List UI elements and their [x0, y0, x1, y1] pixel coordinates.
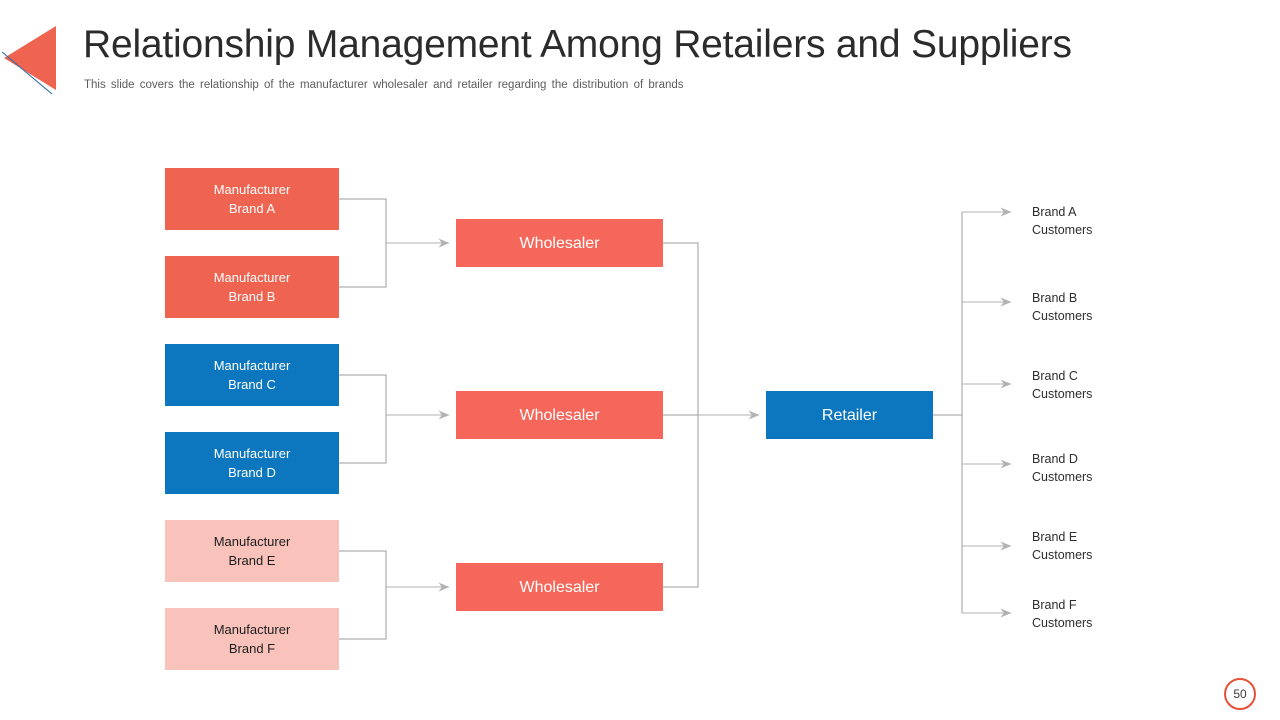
- page-subtitle: This slide covers the relationship of th…: [84, 79, 684, 91]
- triangle-left-logo: [0, 14, 70, 95]
- node-label-line1: Manufacturer: [213, 622, 291, 637]
- customer-label-line1: Brand D: [1032, 452, 1078, 466]
- customer-label-line2: Customers: [1032, 548, 1093, 562]
- customer-label-line2: Customers: [1032, 387, 1093, 401]
- node-label-line2: Brand C: [228, 377, 276, 392]
- customer-label-line2: Customers: [1032, 616, 1093, 630]
- customer-label-line2: Customers: [1032, 309, 1093, 323]
- bracket-group-1: [339, 198, 387, 288]
- customer-label-line1: Brand B: [1032, 291, 1078, 305]
- customer-label-line1: Brand F: [1032, 598, 1077, 612]
- page-title: Relationship Management Among Retailers …: [83, 23, 1072, 66]
- logo-triangle-icon: [4, 26, 56, 90]
- logo-accent-line: [1, 51, 53, 95]
- logo-svg: [1, 26, 56, 95]
- node-label-line1: Manufacturer: [213, 358, 291, 373]
- customer-label-line1: Brand C: [1032, 369, 1078, 383]
- customer-label-line2: Customers: [1032, 470, 1093, 484]
- node-retailer[interactable]: Retailer: [766, 391, 933, 439]
- node-label-line1: Manufacturer: [213, 182, 291, 197]
- bracket-group-3: [339, 550, 387, 640]
- node-label-line2: Brand F: [228, 641, 276, 656]
- label-brand-e-customers: Brand E Customers: [1032, 528, 1222, 564]
- node-label-line1: Manufacturer: [213, 534, 291, 549]
- node-label-line2: Brand D: [228, 465, 276, 480]
- label-brand-f-customers: Brand F Customers: [1032, 596, 1222, 632]
- node-wholesaler-2[interactable]: Wholesaler: [456, 391, 663, 439]
- node-label-line2: Brand E: [228, 553, 276, 568]
- label-brand-c-customers: Brand C Customers: [1032, 367, 1222, 403]
- label-brand-d-customers: Brand D Customers: [1032, 450, 1222, 486]
- node-label-line2: Brand B: [228, 289, 276, 304]
- node-label-line1: Manufacturer: [213, 446, 291, 461]
- customer-label-line1: Brand A: [1032, 205, 1077, 219]
- label-brand-b-customers: Brand B Customers: [1032, 289, 1222, 325]
- label-brand-a-customers: Brand A Customers: [1032, 203, 1222, 239]
- wholesaler-trunk: [663, 242, 699, 588]
- node-label-line1: Manufacturer: [213, 270, 291, 285]
- bracket-group-2: [339, 374, 387, 464]
- customer-label-line2: Customers: [1032, 223, 1093, 237]
- customer-label-line1: Brand E: [1032, 530, 1078, 544]
- node-label-line2: Brand A: [228, 201, 276, 216]
- node-wholesaler-3[interactable]: Wholesaler: [456, 563, 663, 611]
- page-number-badge: 50: [1224, 678, 1256, 710]
- node-wholesaler-1[interactable]: Wholesaler: [456, 219, 663, 267]
